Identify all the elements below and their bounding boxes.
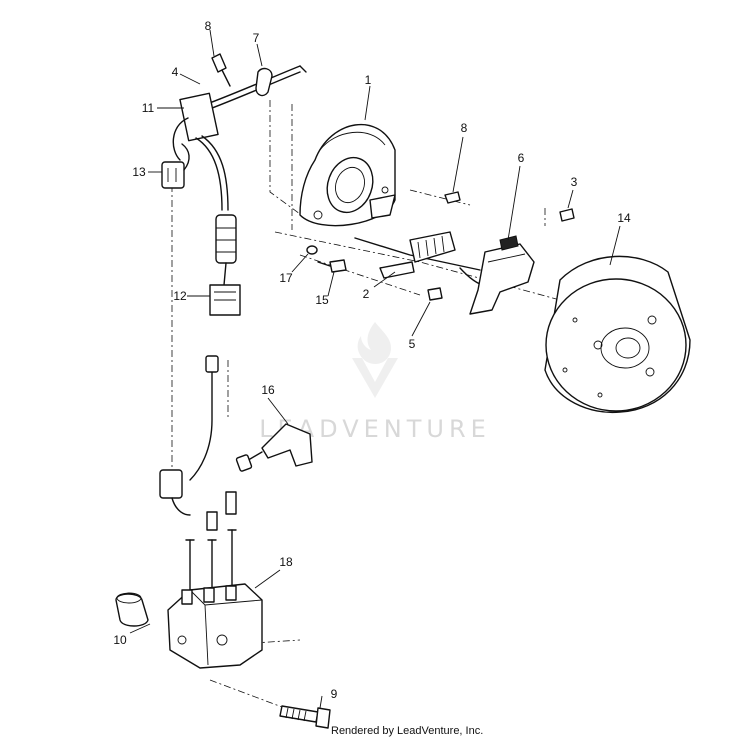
rectifier-part: [179, 92, 219, 142]
callout-11: 11: [142, 101, 155, 115]
stator-plate: [299, 123, 396, 227]
screw-8-right: [444, 191, 461, 204]
callout-13: 13: [132, 165, 146, 179]
charge-coil: [354, 231, 501, 288]
callout-6: 6: [518, 151, 525, 165]
callouts: 1 2 3 4 5 6 7 8 8 9 10 11 12 13 14 15 16…: [113, 19, 631, 701]
credit-text: Rendered by LeadVenture, Inc.: [331, 725, 483, 737]
connector-13: [161, 143, 190, 189]
callout-9: 9: [331, 687, 338, 701]
callout-5: 5: [409, 337, 416, 351]
screw-15: [317, 259, 347, 273]
bolt-9: [279, 705, 331, 729]
callout-17: 17: [279, 271, 293, 285]
screw-3: [559, 208, 575, 222]
pulser-coil: [469, 235, 535, 315]
callout-12: 12: [173, 289, 187, 303]
cap-10: [115, 592, 149, 627]
callout-4: 4: [172, 65, 179, 79]
callout-14: 14: [617, 211, 631, 225]
callout-15: 15: [315, 293, 329, 307]
callout-2: 2: [363, 287, 370, 301]
callout-8-top: 8: [205, 19, 212, 33]
callout-8-right: 8: [461, 121, 468, 135]
clamp-7: [255, 67, 273, 97]
ignition-leads: [159, 355, 237, 591]
flywheel: [544, 255, 691, 414]
callout-7: 7: [253, 31, 260, 45]
plug-cap: [235, 423, 313, 472]
callout-16: 16: [261, 383, 275, 397]
callout-1: 1: [365, 73, 372, 87]
bolt-8-top: [211, 53, 231, 87]
leader-lines: [129, 29, 621, 709]
ignition-coil: [167, 583, 263, 669]
wire-harness: [172, 65, 307, 316]
callout-3: 3: [571, 175, 578, 189]
harness-sleeve: [215, 214, 237, 264]
watermark-logo: [352, 322, 398, 398]
callout-18: 18: [279, 555, 293, 569]
screw-5: [427, 287, 443, 301]
washer-17: [306, 245, 318, 255]
callout-10: 10: [113, 633, 127, 647]
